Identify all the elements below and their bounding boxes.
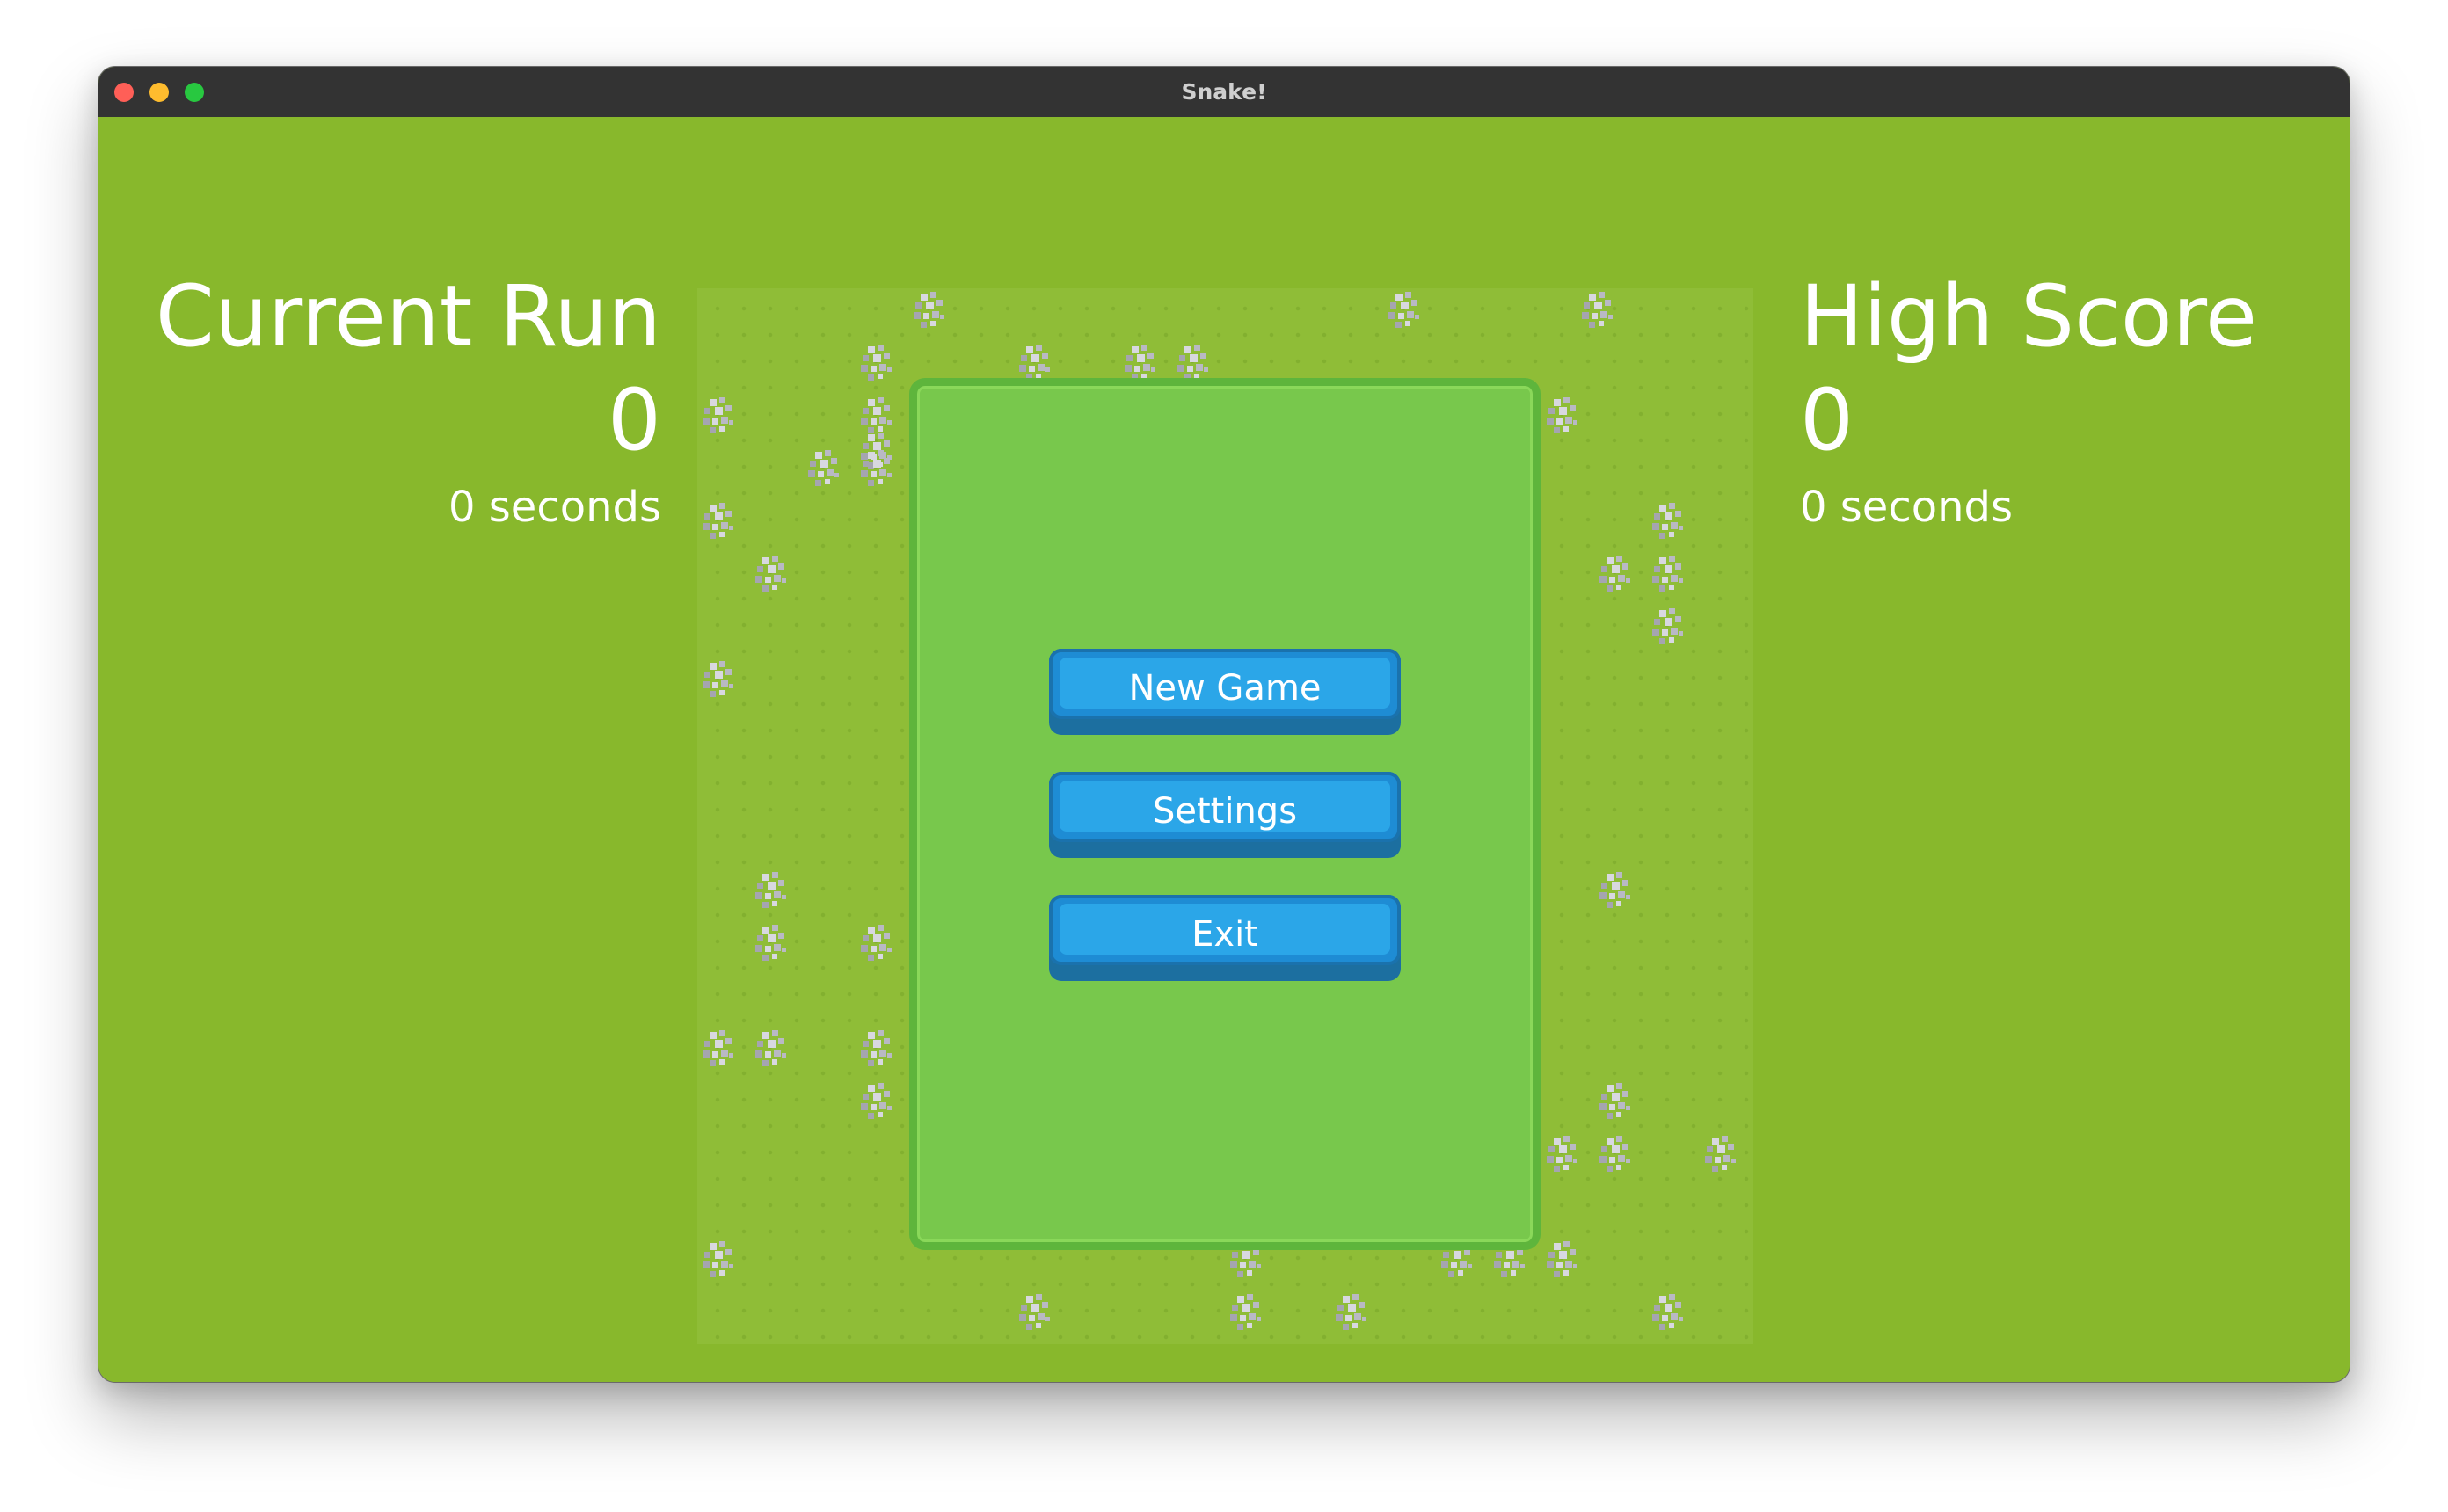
window-title: Snake!: [1181, 79, 1267, 105]
pebble-decoration: [755, 872, 786, 908]
pebble-decoration: [703, 1241, 733, 1277]
pebble-decoration: [861, 1083, 892, 1119]
pebble-decoration: [861, 397, 892, 433]
pebble-decoration: [1599, 872, 1630, 908]
pebble-decoration: [1019, 1294, 1050, 1330]
pebble-decoration: [703, 503, 733, 539]
new-game-button[interactable]: New Game: [1049, 649, 1401, 735]
current-run-label: Current Run: [155, 267, 661, 366]
pebble-decoration: [1599, 1136, 1630, 1172]
pebble-decoration: [1599, 556, 1630, 592]
pebble-decoration: [1652, 556, 1683, 592]
pebble-decoration: [1125, 345, 1155, 381]
current-run-score: 0: [607, 371, 661, 469]
title-bar[interactable]: Snake!: [98, 67, 2350, 117]
pebble-decoration: [861, 450, 892, 486]
game-area: Current Run 0 0 seconds New Game Setting…: [98, 117, 2350, 1382]
high-score-time: 0 seconds: [1800, 483, 2013, 532]
settings-button[interactable]: Settings: [1049, 772, 1401, 858]
pebble-decoration: [1547, 1136, 1577, 1172]
pebble-decoration: [1547, 397, 1577, 433]
pebble-decoration: [703, 661, 733, 697]
settings-label: Settings: [1152, 791, 1298, 832]
close-window-button[interactable]: [114, 83, 134, 102]
pebble-decoration: [703, 1030, 733, 1066]
pebble-decoration: [808, 450, 839, 486]
exit-button[interactable]: Exit: [1049, 895, 1401, 981]
pebble-decoration: [1599, 1083, 1630, 1119]
minimize-window-button[interactable]: [149, 83, 169, 102]
pebble-decoration: [914, 292, 944, 328]
pebble-decoration: [1705, 1136, 1736, 1172]
pebble-decoration: [1388, 292, 1419, 328]
pebble-decoration: [1230, 1294, 1261, 1330]
app-window: Snake! Current Run 0 0 seconds New Game …: [98, 66, 2350, 1383]
pebble-decoration: [1652, 608, 1683, 644]
high-score-value: 0: [1800, 371, 1854, 469]
pebble-decoration: [1336, 1294, 1366, 1330]
pebble-decoration: [1177, 345, 1208, 381]
pebble-decoration: [861, 925, 892, 961]
exit-label: Exit: [1191, 914, 1258, 955]
pebble-decoration: [703, 397, 733, 433]
pebble-decoration: [755, 925, 786, 961]
pebble-decoration: [755, 556, 786, 592]
pebble-decoration: [1547, 1241, 1577, 1277]
high-score-label: High Score: [1800, 267, 2258, 366]
current-run-time: 0 seconds: [448, 483, 661, 532]
pebble-decoration: [1019, 345, 1050, 381]
menu-panel: [909, 378, 1541, 1250]
new-game-label: New Game: [1128, 668, 1322, 709]
pebble-decoration: [1652, 503, 1683, 539]
pebble-decoration: [755, 1030, 786, 1066]
pebble-decoration: [1652, 1294, 1683, 1330]
pebble-decoration: [1582, 292, 1613, 328]
maximize-window-button[interactable]: [185, 83, 204, 102]
pebble-decoration: [861, 345, 892, 381]
pebble-decoration: [861, 1030, 892, 1066]
